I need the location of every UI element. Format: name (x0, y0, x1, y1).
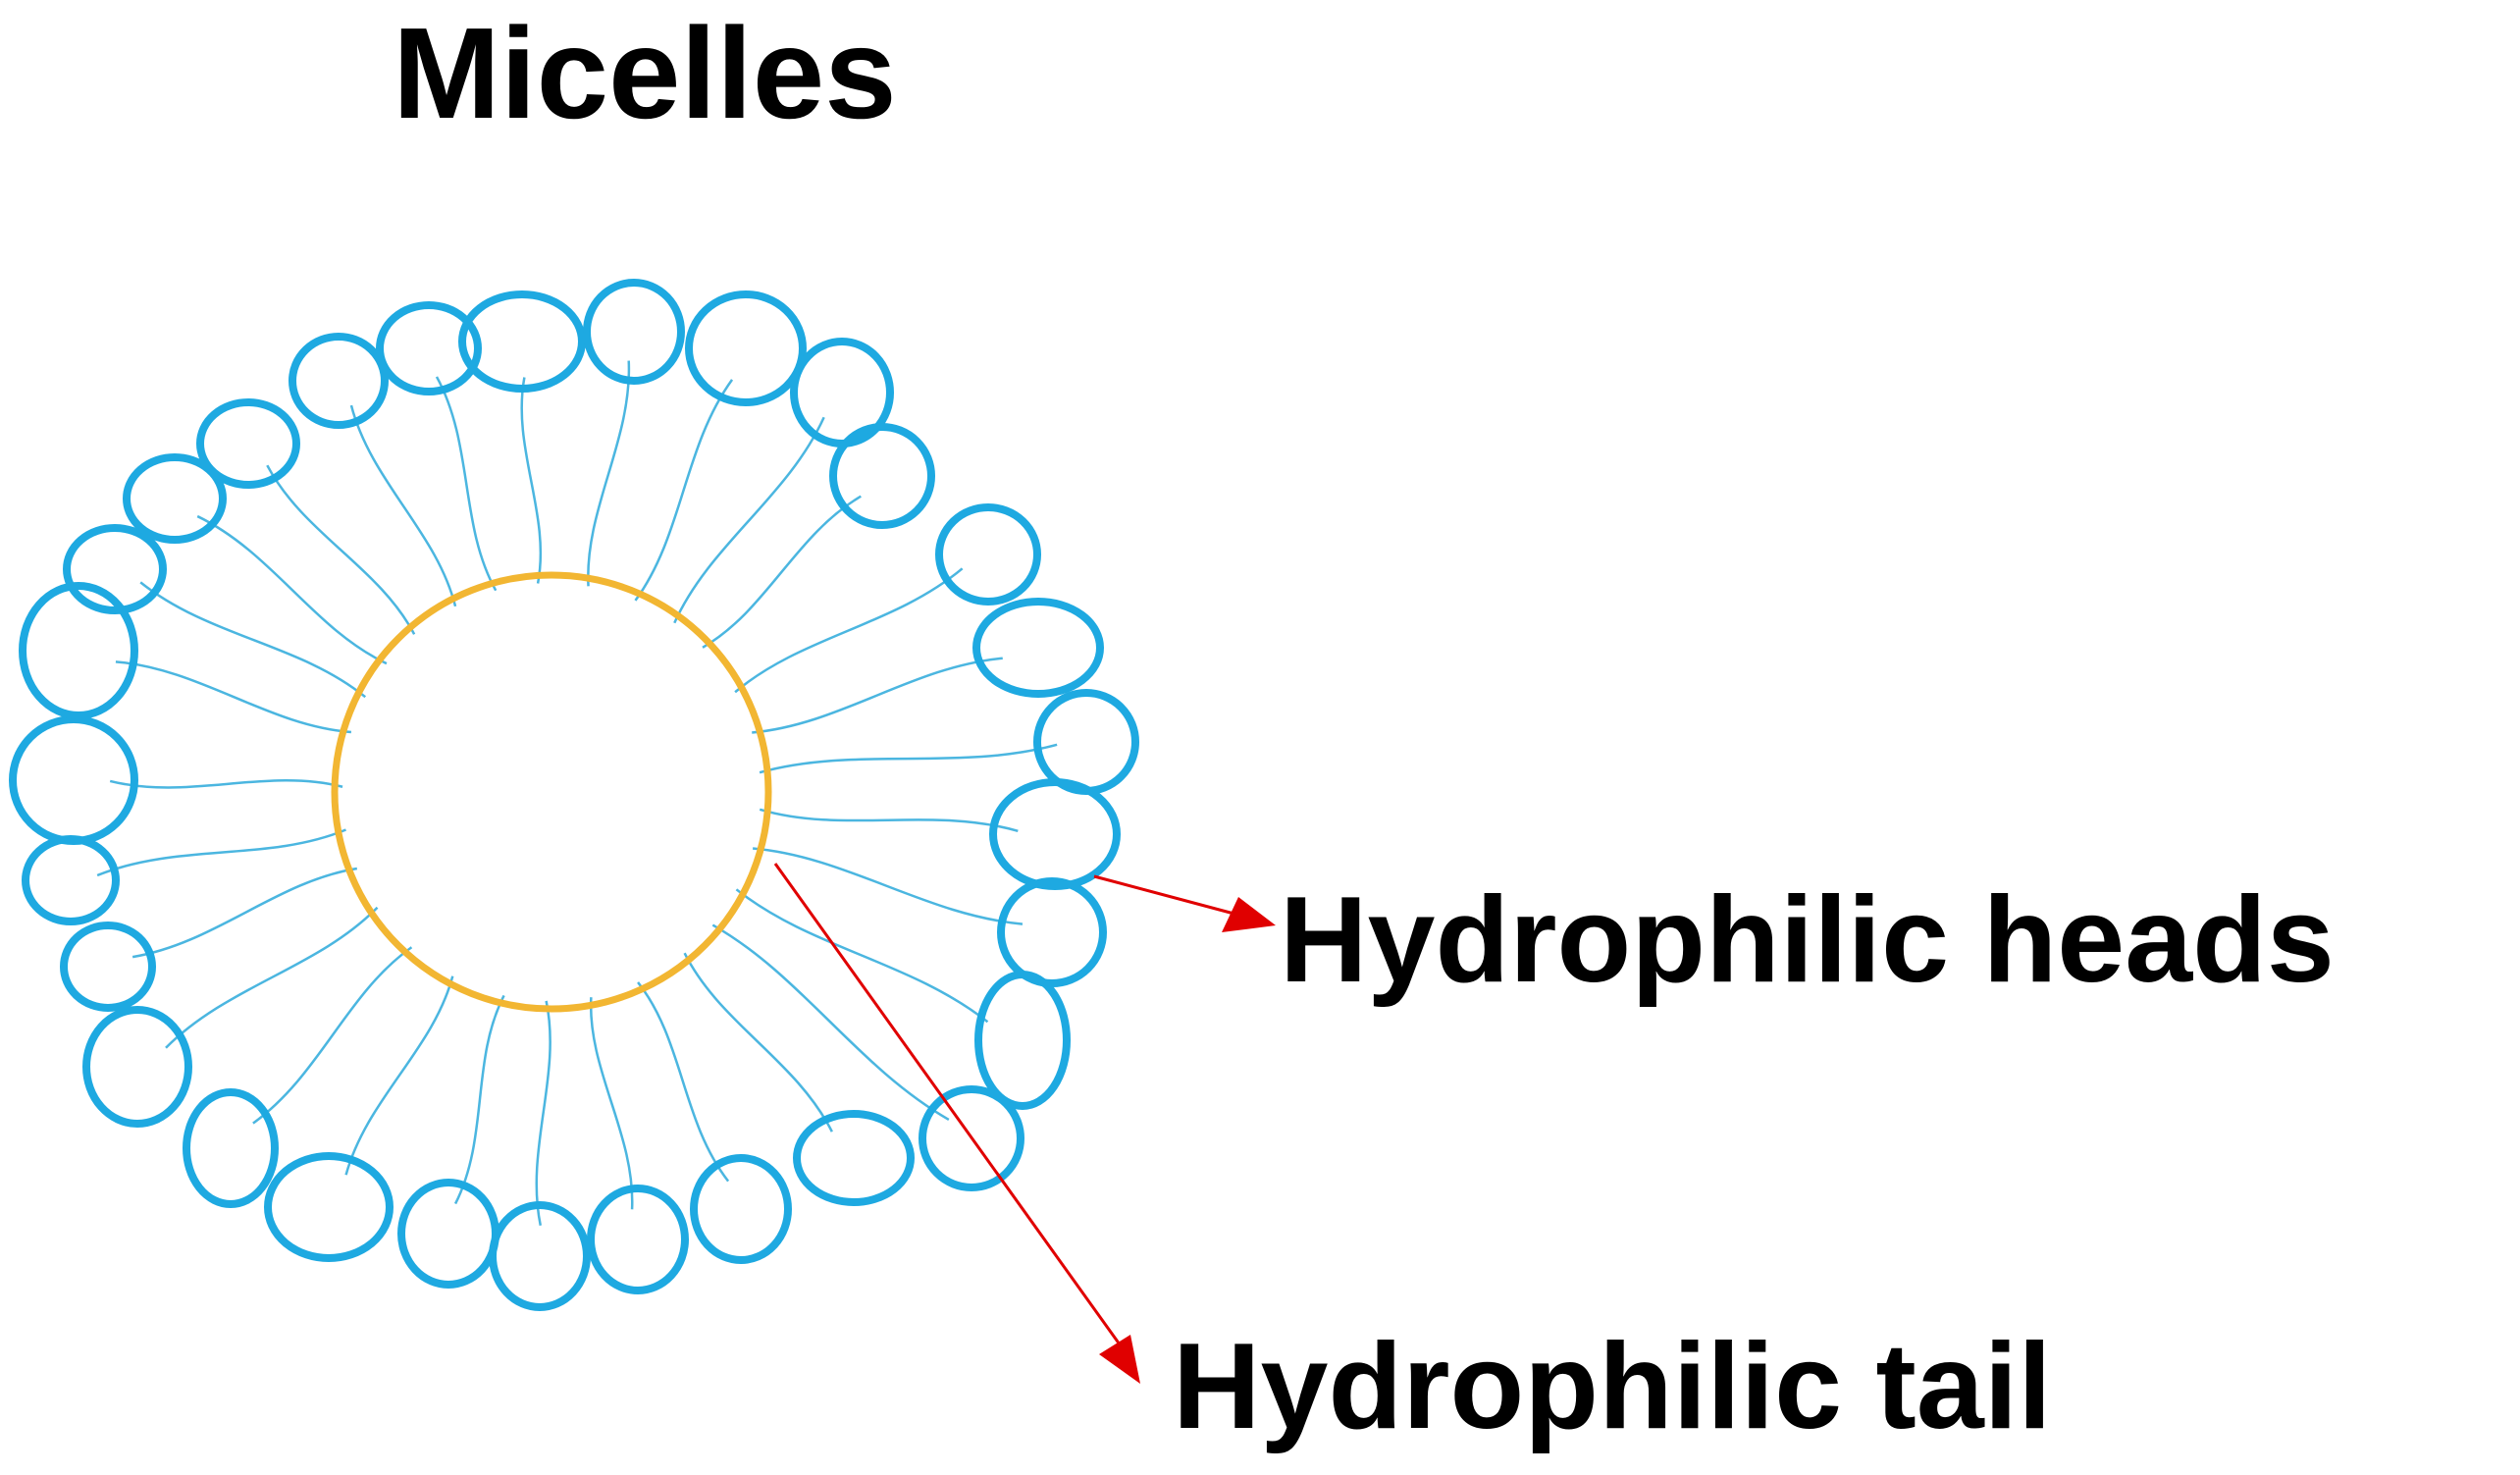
hydrophilic-head (82, 1006, 192, 1128)
hydrophobic-tail (196, 514, 388, 665)
hydrophobic-tail (252, 946, 413, 1125)
hydrophobic-tail (109, 778, 343, 789)
hydrophobic-tail (520, 377, 543, 584)
hydrophilic-head (63, 524, 167, 614)
hydrophobic-tail (752, 657, 1003, 734)
hydrophobic-tail (759, 743, 1058, 774)
hydrophobic-tail (131, 867, 358, 959)
hydrophilic-head (397, 1179, 499, 1289)
diagram-title: Micelles (393, 1, 897, 145)
hydrophobic-tail (96, 828, 346, 877)
hydrophilic-head (60, 922, 156, 1012)
hydrophilic-head (19, 582, 138, 719)
hydrophobic-tail (453, 994, 505, 1205)
hydrophobic-tail (634, 379, 734, 602)
label-hydrophilic-heads: Hydrophilic heads (1280, 872, 2335, 1008)
hydrophobic-tail (535, 1000, 551, 1227)
hydrophilic-head (196, 398, 300, 489)
hydrophilic-head (22, 835, 120, 925)
arrow-to-tail-tip (1099, 1335, 1140, 1384)
hydrophilic-head (685, 290, 807, 406)
hydrophobic-tail (735, 888, 989, 1024)
arrow-to-tail (773, 863, 1127, 1352)
hydrophobic-tail (344, 975, 454, 1176)
hydrophobic-tail (587, 360, 631, 587)
hydrophilic-head (123, 453, 227, 544)
hydrophobic-tail (266, 464, 416, 635)
hydrophilic-head (989, 778, 1121, 890)
micelle-core (331, 571, 772, 1013)
hydrophilic-head (690, 1154, 792, 1264)
hydrophobic-tail (759, 808, 1019, 833)
hydrophobic-tail (165, 906, 379, 1049)
hydrophilic-head (972, 598, 1104, 698)
hydrophilic-head (183, 1088, 279, 1208)
annotation-arrows (773, 863, 1276, 1384)
hydrophilic-head (829, 423, 935, 529)
hydrophobic-tail (683, 952, 833, 1133)
hydrophilic-head (376, 301, 482, 395)
hydrophilic-head (458, 290, 586, 393)
hydrophobic-tail (637, 981, 730, 1183)
hydrophilic-head (9, 715, 138, 845)
hydrophilic-head (587, 1185, 689, 1294)
hydrophobic-tail (349, 404, 457, 607)
hydrophilic-head (935, 503, 1041, 606)
hydrophobic-tail (711, 923, 950, 1121)
hydrophobic-tail (435, 376, 498, 592)
hydrophobic-tail (752, 847, 1024, 925)
hydrophilic-head (1033, 689, 1139, 795)
hydrophobic-tail (115, 660, 352, 734)
arrow-to-heads-tip (1222, 897, 1276, 932)
hydrophilic-head (583, 279, 685, 385)
hydrophilic-head (919, 1085, 1024, 1191)
hydrophilic-head (974, 971, 1071, 1110)
hydrophilic-head (264, 1152, 394, 1262)
hydrophobic-tail (139, 581, 367, 699)
hydrophilic-head (793, 1110, 915, 1206)
hydrophilic-head (997, 877, 1107, 987)
arrow-to-heads (1093, 874, 1242, 918)
hydrophobic-tail (702, 495, 862, 649)
hydrophilic-head (289, 333, 389, 429)
hydrophobic-tail (589, 997, 634, 1210)
hydrophobic-tails (96, 360, 1058, 1227)
hydrophobic-tail (673, 416, 825, 624)
hydrophobic-tail (734, 567, 964, 694)
hydrophilic-heads (9, 279, 1139, 1311)
label-hydrophilic-tail: Hydrophilic tail (1173, 1319, 2052, 1454)
